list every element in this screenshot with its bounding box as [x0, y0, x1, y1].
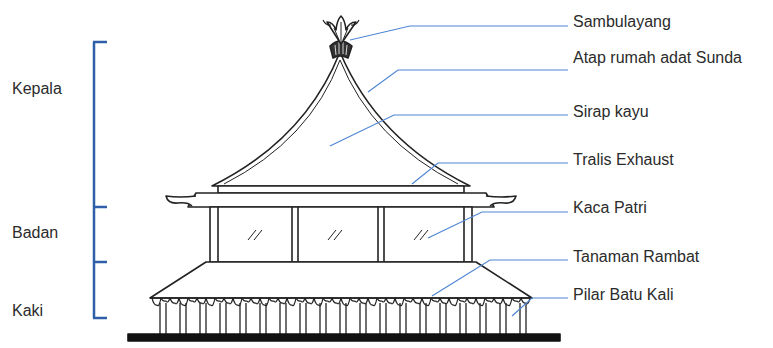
part-label: Sambulayang — [573, 12, 671, 32]
part-label: Tanaman Rambat — [573, 247, 699, 267]
part-label: Atap rumah adat Sunda — [573, 48, 765, 68]
part-label: Sirap kayu — [573, 102, 649, 122]
part-label: Kaca Patri — [573, 198, 647, 218]
section-label: Kaki — [12, 301, 43, 321]
leader-lines — [330, 26, 568, 316]
part-label: Pilar Batu Kali — [573, 285, 674, 305]
part-label: Tralis Exhaust — [573, 150, 674, 170]
section-bracket — [93, 42, 107, 318]
section-label: Badan — [12, 223, 58, 243]
section-label: Kepala — [12, 79, 62, 99]
house-drawing — [128, 16, 560, 341]
